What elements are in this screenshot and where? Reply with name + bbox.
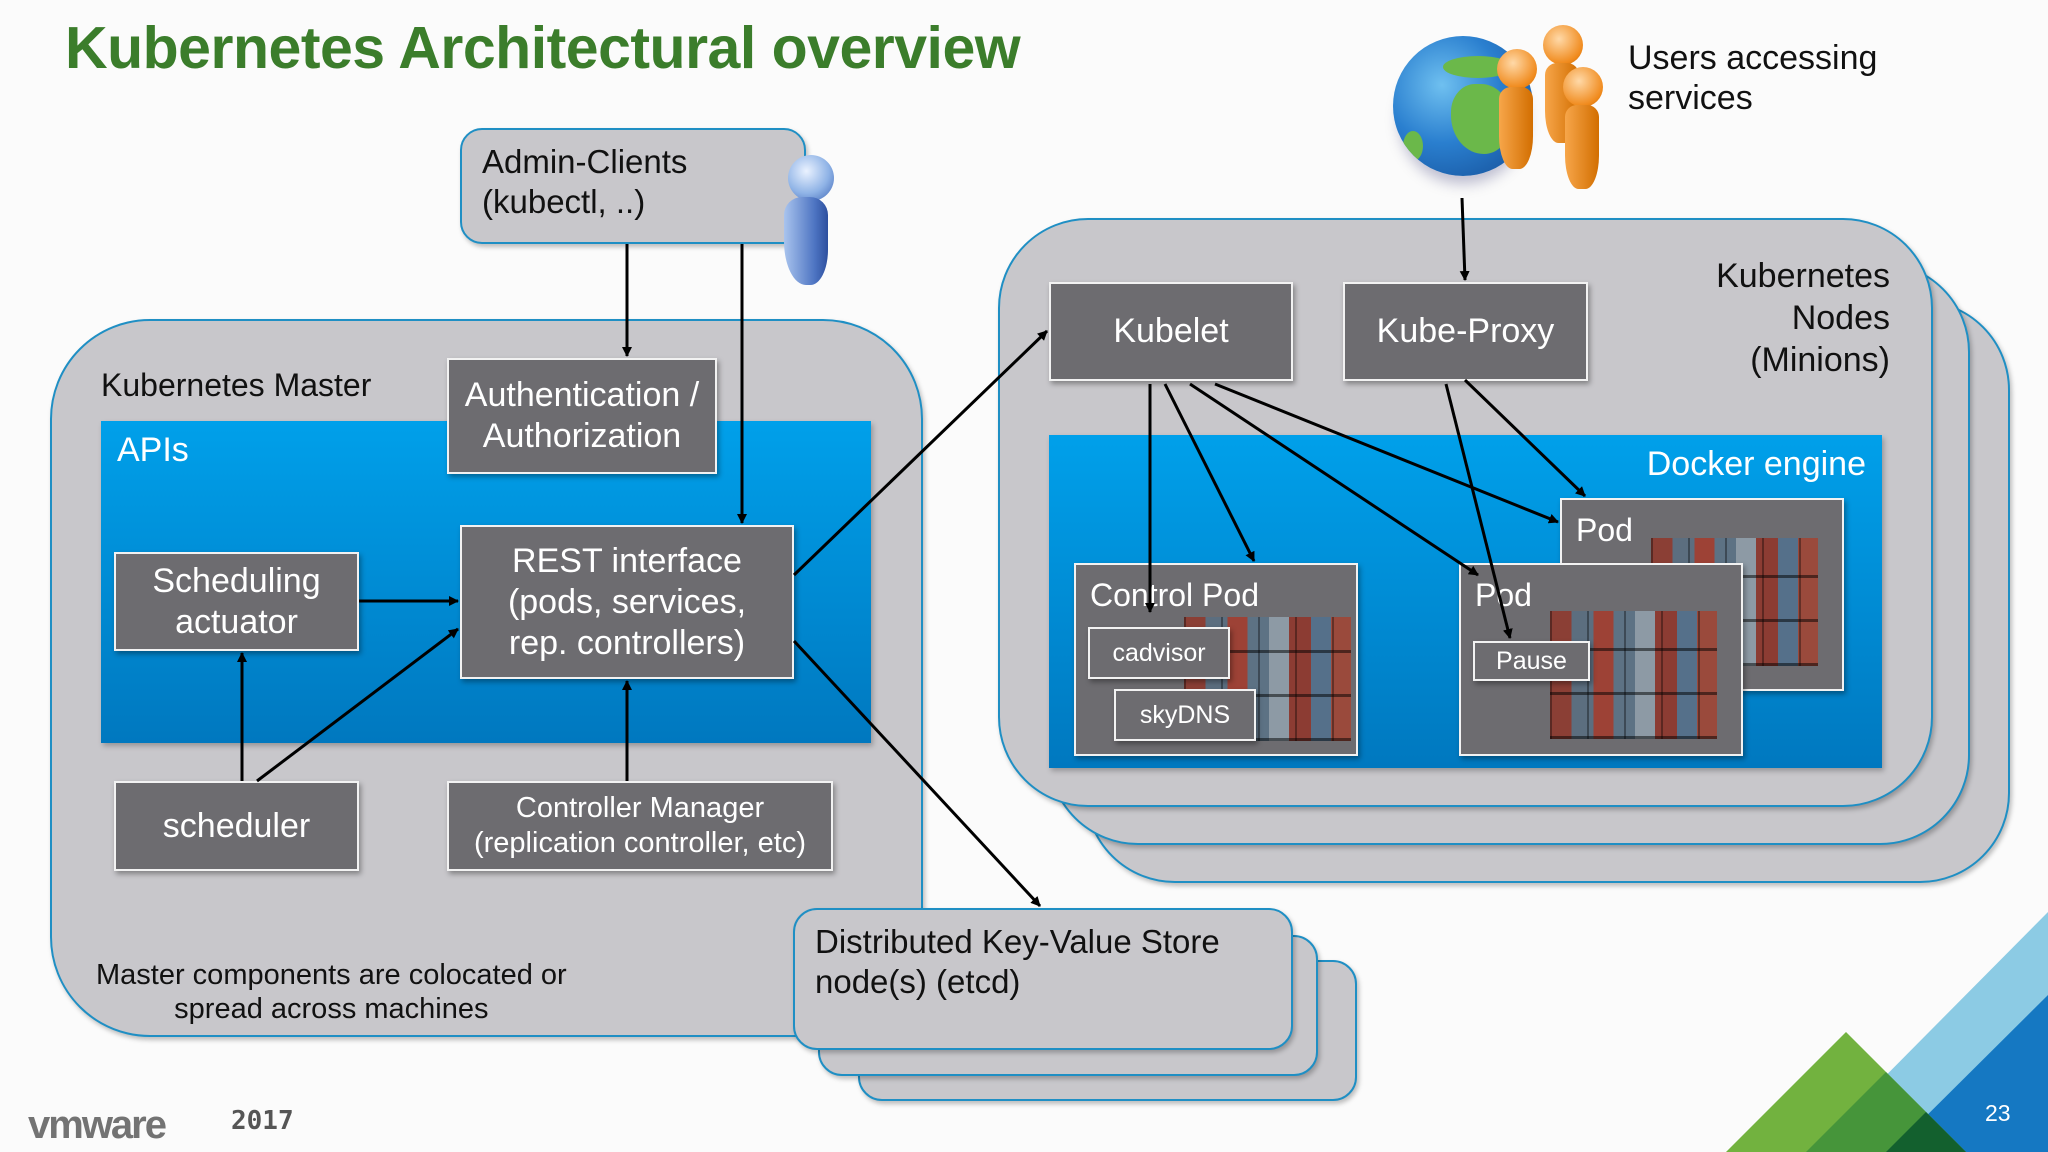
etcd-box[interactable]: Distributed Key-Value Store node(s) (etc…: [793, 908, 1293, 1050]
control-pod[interactable]: Control Pod cadvisor skyDNS: [1074, 563, 1358, 756]
auth-box[interactable]: Authentication / Authorization: [447, 358, 717, 474]
slide-title: Kubernetes Architectural overview: [65, 15, 1021, 81]
scheduling-actuator-box[interactable]: Scheduling actuator: [114, 552, 359, 651]
master-note: Master components are colocated or sprea…: [96, 959, 567, 1025]
etcd-label: Distributed Key-Value Store node(s) (etc…: [815, 923, 1220, 1000]
arrow-kubelet-to-pod-front: [1189, 382, 1479, 577]
kube-proxy-box[interactable]: Kube-Proxy: [1343, 282, 1588, 381]
kubelet-box[interactable]: Kubelet: [1049, 282, 1293, 381]
arrow-kubeproxy-to-pause: [1444, 383, 1513, 639]
controller-manager-box[interactable]: Controller Manager (replication controll…: [447, 781, 833, 871]
skydns-box[interactable]: skyDNS: [1114, 689, 1256, 741]
page-number: 23: [1985, 1100, 2011, 1126]
pause-box[interactable]: Pause: [1473, 641, 1590, 681]
admin-clients-box[interactable]: Admin-Clients (kubectl, ..): [460, 128, 806, 244]
users-label: Users accessing services: [1628, 39, 1878, 117]
cadvisor-box[interactable]: cadvisor: [1088, 627, 1230, 679]
vmware-logo: vmware: [28, 1103, 167, 1147]
admin-clients-label: Admin-Clients (kubectl, ..): [482, 143, 688, 220]
arrow-scheduler-to-rest: [256, 627, 459, 783]
scheduler-box[interactable]: scheduler: [114, 781, 359, 871]
docker-engine-label: Docker engine: [1646, 445, 1866, 483]
master-label: Kubernetes Master: [101, 367, 372, 403]
nodes-label: Kubernetes Nodes (Minions): [1716, 257, 1890, 379]
arrow-users-to-kubeproxy: [1459, 197, 1470, 281]
arrow-kubeproxy-to-pod-back: [1463, 378, 1587, 498]
apis-label: APIs: [117, 431, 189, 469]
user-icon: [782, 155, 838, 285]
arrow-rest-to-kubelet: [792, 329, 1049, 577]
pod-front[interactable]: Pod Pause: [1459, 563, 1743, 756]
arrow-rest-to-etcd: [792, 639, 1042, 908]
users-group-icon: [1495, 25, 1605, 189]
rest-interface-box[interactable]: REST interface (pods, services, rep. con…: [460, 525, 794, 679]
pod-back-label: Pod: [1576, 512, 1633, 548]
arrow-kubelet-to-controlpod: [1163, 383, 1256, 562]
footer-year: 2017: [231, 1106, 294, 1136]
arrow-kubelet-to-pod-back: [1214, 382, 1559, 524]
control-pod-label: Control Pod: [1090, 577, 1259, 613]
